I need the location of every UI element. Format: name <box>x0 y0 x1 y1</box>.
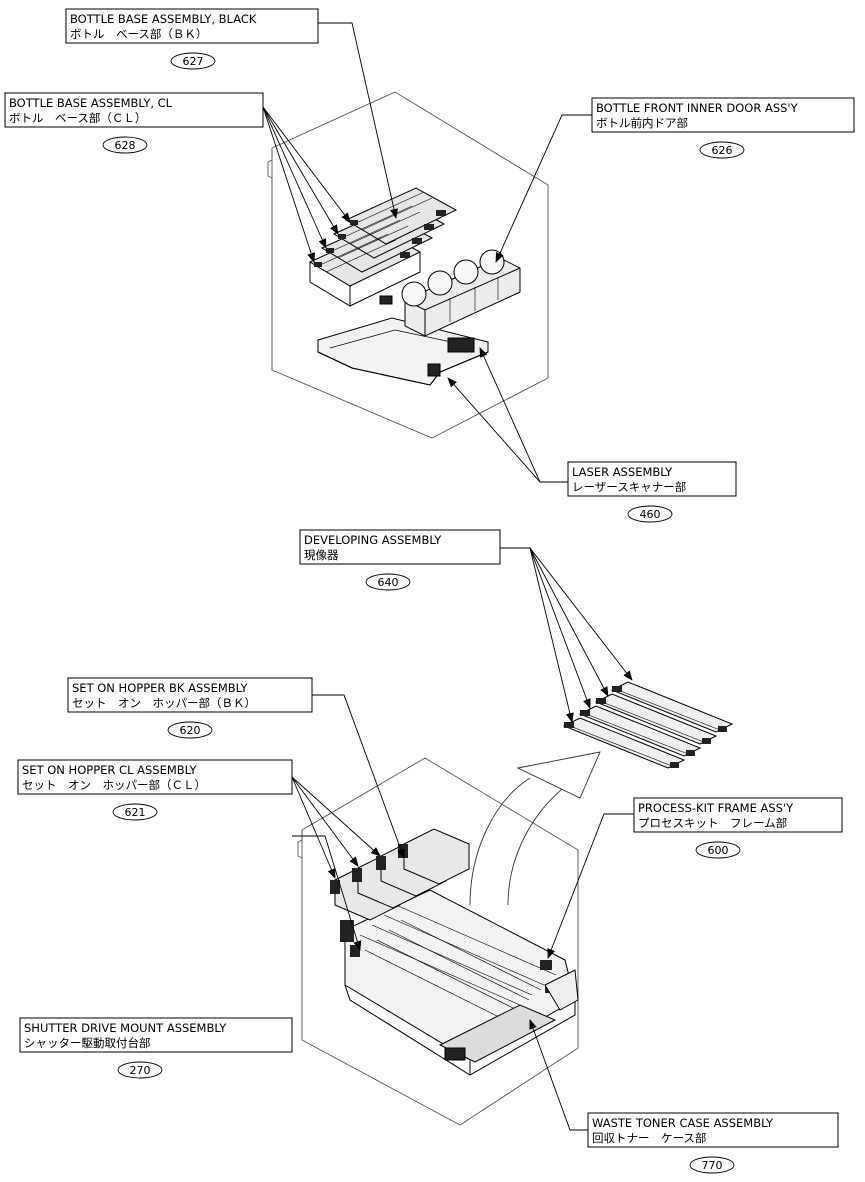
part-number: 770 <box>702 1159 723 1172</box>
part-name-en: SET ON HOPPER BK ASSEMBLY <box>72 681 249 695</box>
callout-box <box>67 677 313 713</box>
part-name-jp: ボトル前内ドア部 <box>596 116 688 130</box>
upper-housing-outline <box>267 91 549 439</box>
part-number: 627 <box>183 55 204 68</box>
part-number: 640 <box>378 576 399 589</box>
callout-box <box>633 797 843 833</box>
part-number-oval <box>170 52 216 70</box>
part-name-en: BOTTLE BASE ASSEMBLY, CL <box>9 96 173 110</box>
callout-box <box>19 1017 293 1053</box>
part-number-oval <box>117 1061 163 1079</box>
part-name-en: SHUTTER DRIVE MOUNT ASSEMBLY <box>24 1021 227 1035</box>
callout-box <box>65 8 319 44</box>
part-number: 460 <box>640 508 661 521</box>
part-name-jp: ボトル ベース部（ＢＫ） <box>70 27 207 41</box>
part-number: 621 <box>125 806 146 819</box>
developing-assembly-drawing <box>562 681 734 769</box>
part-number-oval <box>365 573 411 591</box>
callout-box <box>567 461 737 497</box>
part-number-oval <box>689 1156 735 1174</box>
callout-box <box>299 529 501 565</box>
upper-assembly-drawing <box>308 187 521 386</box>
part-name-en: BOTTLE FRONT INNER DOOR ASS'Y <box>596 101 799 115</box>
part-number: 270 <box>130 1064 151 1077</box>
removal-direction-arrow <box>469 751 601 906</box>
part-name-jp: セット オン ホッパー部（ＣＬ） <box>22 778 206 792</box>
part-number-oval <box>699 141 745 159</box>
part-name-en: LASER ASSEMBLY <box>572 465 673 479</box>
lower-assembly-drawing <box>330 828 579 1076</box>
part-name-jp: 現像器 <box>304 548 339 562</box>
part-name-en: BOTTLE BASE ASSEMBLY, BLACK <box>70 12 257 26</box>
part-name-en: SET ON HOPPER CL ASSEMBLY <box>22 763 198 777</box>
lower-housing-outline <box>297 757 579 1126</box>
callout-box <box>4 92 264 128</box>
part-name-jp: レーザースキャナー部 <box>572 480 686 494</box>
part-number: 628 <box>115 139 136 152</box>
callout-box <box>591 97 855 133</box>
part-name-en: PROCESS-KIT FRAME ASS'Y <box>638 801 794 815</box>
part-name-jp: プロセスキット フレーム部 <box>638 816 787 830</box>
part-name-jp: 回収トナー ケース部 <box>592 1131 706 1145</box>
part-number: 600 <box>708 844 729 857</box>
callout-box <box>17 759 293 795</box>
callout-box <box>587 1112 839 1148</box>
part-number-oval <box>102 136 148 154</box>
part-name-jp: シャッター駆動取付台部 <box>24 1036 151 1050</box>
part-number-oval <box>112 803 158 821</box>
part-number-oval <box>627 505 673 523</box>
part-number-oval <box>695 841 741 859</box>
part-name-jp: セット オン ホッパー部（ＢＫ） <box>72 696 256 710</box>
part-number: 620 <box>180 724 201 737</box>
leader-lines <box>262 22 634 1131</box>
part-number: 626 <box>712 144 733 157</box>
part-name-en: WASTE TONER CASE ASSEMBLY <box>592 1116 774 1130</box>
part-name-jp: ボトル ベース部（ＣＬ） <box>9 111 146 125</box>
part-name-en: DEVELOPING ASSEMBLY <box>304 533 442 547</box>
part-number-oval <box>167 721 213 739</box>
